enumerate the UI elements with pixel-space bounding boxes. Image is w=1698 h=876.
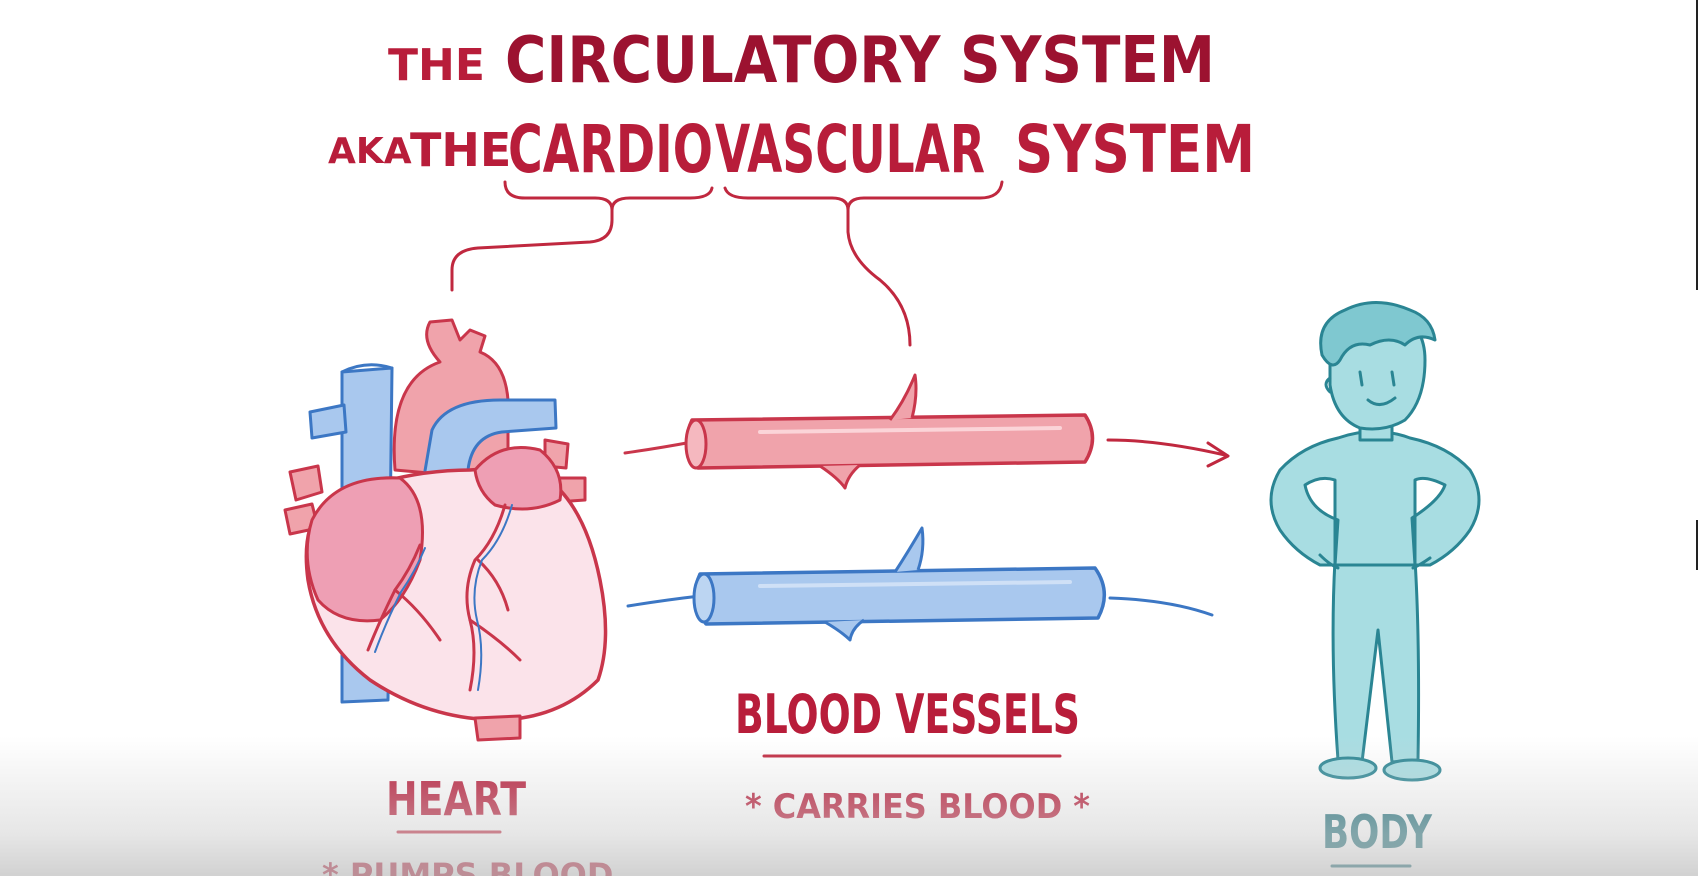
title-the: THE — [388, 40, 485, 91]
connector-vessels — [846, 208, 912, 347]
label-vessels-note: * CARRIES BLOOD * — [745, 787, 1090, 827]
title-system: SYSTEM — [1015, 111, 1255, 188]
brace-connectors — [450, 180, 1004, 347]
person-figure — [1269, 301, 1481, 782]
title-vascular: VASCULAR — [715, 111, 985, 188]
title: THE CIRCULATORY SYSTEM AKA THE CARDIO VA… — [328, 24, 1255, 188]
title-circulatory-system: CIRCULATORY SYSTEM — [505, 24, 1215, 98]
label-heart: HEART — [386, 772, 527, 826]
title-aka: AKA — [328, 131, 412, 172]
title-the-2: THE — [410, 123, 511, 177]
title-cardio: CARDIO — [508, 111, 713, 188]
heart-illustration — [283, 318, 608, 742]
arrow-right-icon — [1106, 438, 1230, 468]
label-heart-note: * PUMPS BLOOD — [322, 856, 613, 876]
artery-vessel — [623, 373, 1095, 490]
label-body: BODY — [1322, 805, 1433, 859]
label-blood-vessels: BLOOD VESSELS — [735, 683, 1080, 746]
right-edge-line-2 — [1696, 520, 1698, 570]
connector-heart — [450, 208, 614, 292]
vein-vessel — [626, 526, 1214, 642]
right-edge-line — [1696, 0, 1698, 290]
